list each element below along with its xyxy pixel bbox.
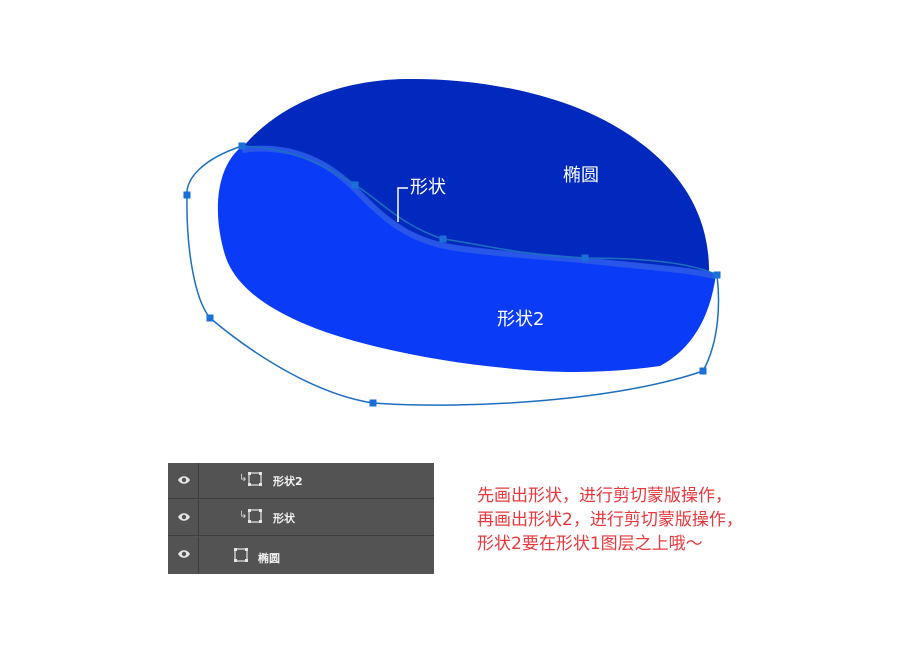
note-line: 再画出形状2，进行剪切蒙版操作， [477, 510, 743, 530]
visibility-toggle[interactable] [168, 537, 199, 573]
layer-name: 形状 [273, 512, 295, 525]
layer-row-shape2[interactable]: ↳ 形状2 [168, 463, 434, 499]
visibility-toggle[interactable] [168, 463, 199, 498]
anchor-point [581, 254, 589, 262]
visibility-toggle[interactable] [168, 500, 199, 535]
anchor-point [699, 367, 707, 375]
anchor-point [238, 142, 246, 150]
layer-name: 椭圆 [258, 552, 280, 565]
ellipse-label: 椭圆 [563, 165, 599, 186]
anchor-point [369, 399, 377, 407]
layer-name: 形状2 [273, 475, 303, 488]
shape2-shape[interactable] [217, 146, 717, 372]
bezier-path-outline[interactable] [186, 145, 720, 406]
anchor-point [206, 314, 214, 322]
shape-edge-stripe [241, 145, 715, 279]
note-line: 先画出形状，进行剪切蒙版操作， [477, 486, 732, 506]
layers-panel: ↳ 形状2 ↳ 形状 [168, 463, 434, 574]
artboard-svg [183, 78, 721, 407]
shape-label: 形状 [410, 177, 446, 198]
shape-layer-thumbnail-icon [234, 548, 248, 562]
shape-callout-line [397, 187, 408, 222]
artboard-canvas[interactable]: 椭圆 形状 形状2 [0, 0, 900, 440]
anchor-point [439, 235, 447, 243]
anchor-point [183, 191, 191, 199]
anchor-point [351, 181, 359, 189]
shape2-label: 形状2 [497, 309, 545, 330]
clipping-arrow-icon: ↳ [239, 473, 248, 484]
eye-icon [178, 513, 190, 521]
shape-layer-thumbnail-icon [248, 472, 262, 486]
layer-row-shape[interactable]: ↳ 形状 [168, 500, 434, 536]
eye-icon [178, 550, 190, 558]
layer-row-ellipse[interactable]: 椭圆 [168, 537, 434, 573]
instruction-note: 先画出形状，进行剪切蒙版操作， 再画出形状2，进行剪切蒙版操作， 形状2要在形状… [477, 484, 743, 556]
clipping-arrow-icon: ↳ [239, 510, 248, 521]
note-line: 形状2要在形状1图层之上哦～ [477, 534, 703, 554]
eye-icon [178, 476, 190, 484]
shape-layer-thumbnail-icon [248, 509, 262, 523]
anchor-points[interactable] [183, 142, 721, 407]
anchor-point [713, 271, 721, 279]
